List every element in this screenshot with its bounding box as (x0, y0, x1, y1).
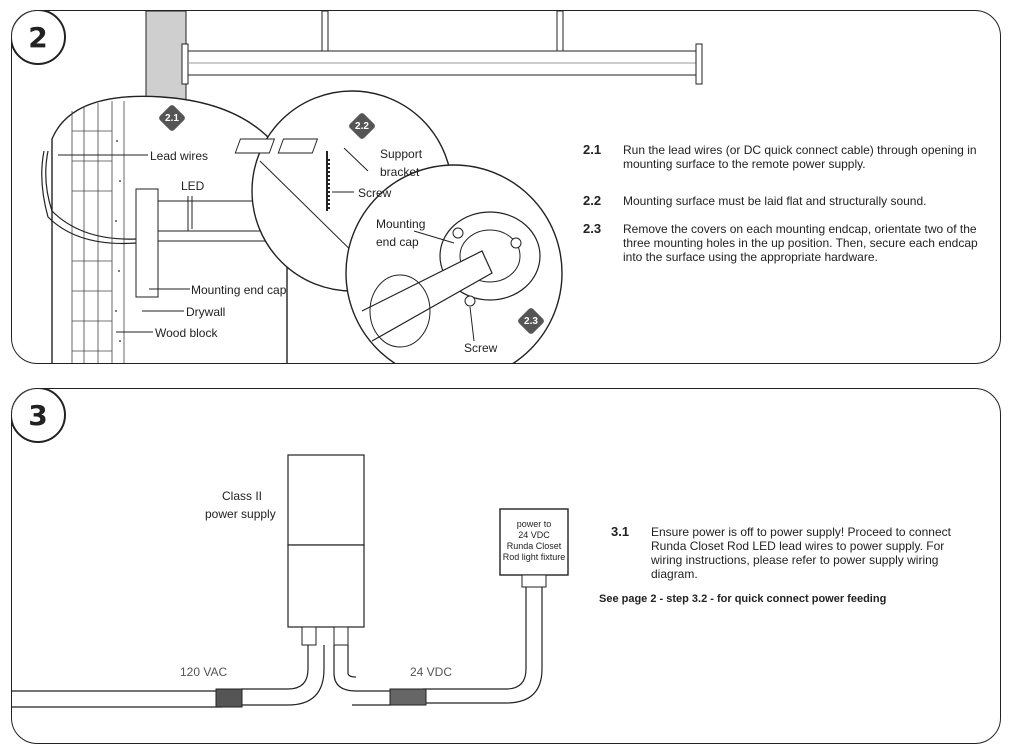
instruction-number: 2.2 (583, 193, 602, 208)
lead-wire-path (45, 150, 137, 240)
instruction-number: 3.1 (611, 524, 630, 539)
power-supply-body (287, 454, 365, 546)
step-3-panel: 3 Class II power supply 120 VAC 24 VDC p… (11, 388, 1001, 744)
support-bracket-drawing (234, 138, 276, 154)
instruction-number: 2.1 (583, 142, 602, 157)
instruction-2-1: 2.1 Run the lead wires (or DC quick conn… (583, 142, 983, 172)
label-mounting: Mounting (376, 217, 426, 231)
step-2-illustration (41, 11, 703, 363)
step-3-illustration (12, 454, 569, 708)
instruction-3-1: 3.1 Ensure power is off to power supply!… (611, 524, 971, 582)
label-120-vac: 120 VAC (180, 665, 228, 679)
ac-cable (12, 645, 309, 692)
badge-2-1: 2.1 (159, 105, 185, 131)
step-2-panel: 2 2.1 2.2 2.3 Lead wires LED Mounting en… (11, 10, 1001, 364)
label-support: Support (380, 147, 423, 161)
rod-endcap-right (695, 43, 703, 85)
instruction-text: Ensure power is off to power supply! Pro… (651, 525, 951, 581)
quick-connect-note: See page 2 - step 3.2 - for quick connec… (599, 593, 887, 605)
instruction-2-3: 2.3 Remove the covers on each mounting e… (583, 221, 983, 265)
fixture-box-text: power to 24 VDC Runda Closet Rod light f… (500, 519, 568, 563)
label-power-supply: power supply (205, 507, 276, 521)
label-wood-block: Wood block (155, 326, 218, 340)
instruction-2-2: 2.2 Mounting surface must be laid flat a… (583, 193, 927, 209)
instruction-text: Run the lead wires (or DC quick connect … (623, 143, 977, 171)
fixture-box-line: Runda Closet (506, 541, 562, 551)
label-lead-wires: Lead wires (150, 149, 209, 163)
fixture-box-line: 24 VDC (518, 530, 550, 540)
wall-post (145, 11, 187, 107)
mounting-end-cap-section (135, 188, 159, 298)
badge-2-3: 2.3 (518, 308, 544, 334)
instruction-text: Remove the covers on each mounting endca… (623, 222, 978, 264)
step-number-3: 3 (12, 389, 66, 443)
instruction-number: 2.3 (583, 221, 602, 236)
label-class-ii: Class II (222, 489, 263, 503)
badge-2-2: 2.2 (349, 113, 375, 139)
fixture-box-line: power to (516, 519, 552, 529)
rod-endcap-left (181, 43, 189, 85)
wall-section (71, 101, 125, 363)
label-drywall: Drywall (186, 305, 226, 319)
fixture-box-line: Rod light fixture (502, 552, 566, 562)
label-mounting-end-cap: Mounting end cap (191, 283, 287, 297)
step-number-2: 2 (12, 11, 66, 65)
fixture-label-box (499, 508, 569, 576)
label-screw-bottom: Screw (464, 341, 498, 355)
label-screw-top: Screw (358, 186, 392, 200)
label-24-vdc: 24 VDC (410, 665, 453, 679)
instruction-text: Mounting surface must be laid flat and s… (623, 194, 927, 208)
label-led: LED (181, 179, 205, 193)
label-bracket: bracket (380, 165, 420, 179)
label-end-cap: end cap (376, 235, 419, 249)
